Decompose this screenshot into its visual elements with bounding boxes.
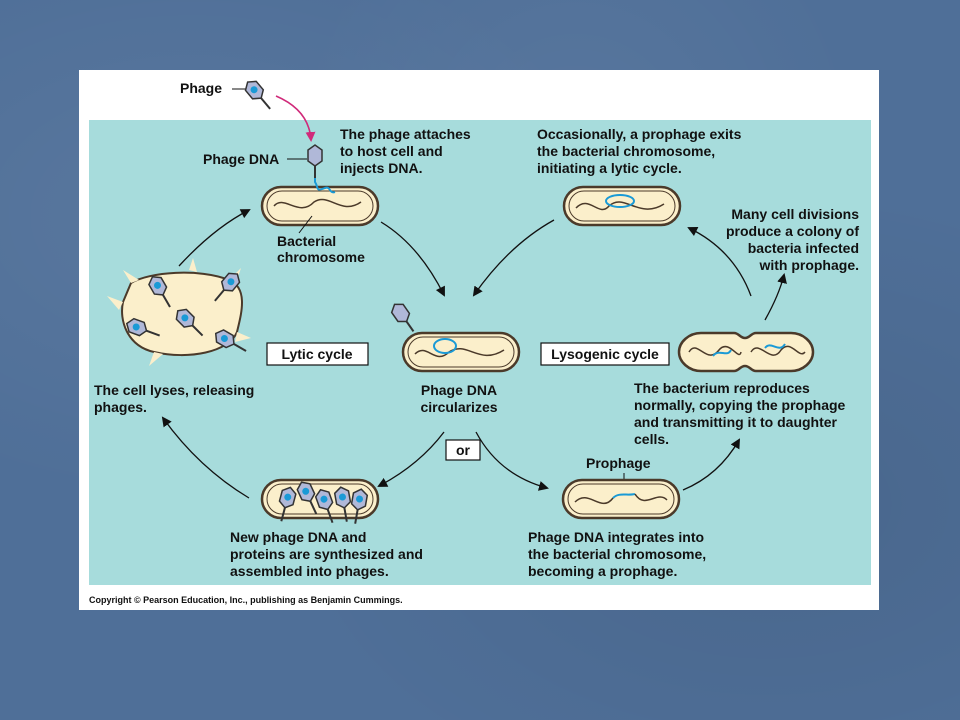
- synthesized-text-line-3: assembled into phages.: [230, 563, 389, 579]
- occasional-text-line-3: initiating a lytic cycle.: [537, 160, 682, 176]
- attach-bacterium-icon: [260, 168, 380, 227]
- lysogenic-arrow-to-colony: [764, 273, 787, 321]
- occasional-text-line-1: Occasionally, a prophage exits: [537, 126, 742, 142]
- lysogenic-arrow-to-reproduce: [682, 438, 740, 491]
- lytic-cycle-box: [266, 342, 369, 366]
- phage-label: Phage: [180, 80, 222, 96]
- lytic-arrow-to-synthesis: [377, 431, 445, 487]
- or-label: or: [456, 442, 471, 458]
- chromosome-leader-line: [298, 215, 313, 234]
- circularizes-line-2: circularizes: [420, 399, 497, 415]
- lyses-text-line-1: The cell lyses, releasing: [94, 382, 254, 398]
- occasional-text-line-2: the bacterial chromosome,: [537, 143, 715, 159]
- lysogenic-arrow-to-exit: [687, 227, 752, 297]
- prophage-exit-bacterium-icon: [562, 185, 682, 227]
- dividing-bacterium-icon: [677, 331, 815, 373]
- circularizes-line-1: Phage DNA: [421, 382, 497, 398]
- copyright-text: Copyright © Pearson Education, Inc., pub…: [89, 595, 403, 605]
- slide-panel: Phage Phage DNA The phage attaches to ho…: [79, 70, 879, 610]
- injection-arrow: [275, 95, 316, 142]
- lytic-arrow-to-lysis: [161, 416, 250, 499]
- integrates-text-line-1: Phage DNA integrates into: [528, 529, 704, 545]
- colony-text-line-3: bacteria infected: [748, 240, 859, 256]
- phage-icon: [241, 76, 277, 115]
- lyses-text-line-2: phages.: [94, 399, 147, 415]
- lysing-cell-icon: [107, 258, 251, 366]
- colony-text-line-4: with prophage.: [758, 257, 859, 273]
- attach-text-line-2: to host cell and: [340, 143, 443, 159]
- lysogenic-cycle-label: Lysogenic cycle: [551, 346, 659, 362]
- reproduces-text-line-2: normally, copying the prophage: [634, 397, 846, 413]
- circularized-bacterium-icon: [401, 331, 521, 373]
- attach-text-line-1: The phage attaches: [340, 126, 471, 142]
- phage-dna-label: Phage DNA: [203, 151, 279, 167]
- reproduces-text-line-3: and transmitting it to daughter: [634, 414, 838, 430]
- attached-phage-icon: [307, 144, 323, 178]
- integrates-text-line-3: becoming a prophage.: [528, 563, 677, 579]
- or-box: [445, 439, 481, 461]
- integrated-bacterium-icon: [561, 478, 681, 520]
- prophage-label: Prophage: [586, 455, 651, 471]
- synthesized-text-line-1: New phage DNA and: [230, 529, 366, 545]
- lysogenic-cycle-box: [540, 342, 670, 366]
- lysogenic-arrow-to-integrate: [475, 431, 549, 491]
- attach-text-line-3: injects DNA.: [340, 160, 422, 176]
- bacterial-chromosome-line-1: Bacterial: [277, 233, 336, 249]
- synthesized-text-line-2: proteins are synthesized and: [230, 546, 423, 562]
- phage-life-cycle-diagram: Phage Phage DNA The phage attaches to ho…: [89, 76, 871, 605]
- empty-phage-icon: [390, 303, 415, 332]
- bacterial-chromosome-line-2: chromosome: [277, 249, 365, 265]
- integrates-text-line-2: the bacterial chromosome,: [528, 546, 706, 562]
- lytic-cycle-label: Lytic cycle: [281, 346, 352, 362]
- exit-arrow-to-circularize: [472, 219, 555, 297]
- reproduces-text-line-1: The bacterium reproduces: [634, 380, 810, 396]
- reproduces-text-line-4: cells.: [634, 431, 669, 447]
- colony-text-line-1: Many cell divisions: [731, 206, 859, 222]
- synthesis-bacterium-icon: [260, 478, 380, 527]
- lytic-arrow-to-attach: [178, 209, 251, 267]
- lytic-arrow-to-circularize: [380, 221, 445, 297]
- colony-text-line-2: produce a colony of: [726, 223, 859, 239]
